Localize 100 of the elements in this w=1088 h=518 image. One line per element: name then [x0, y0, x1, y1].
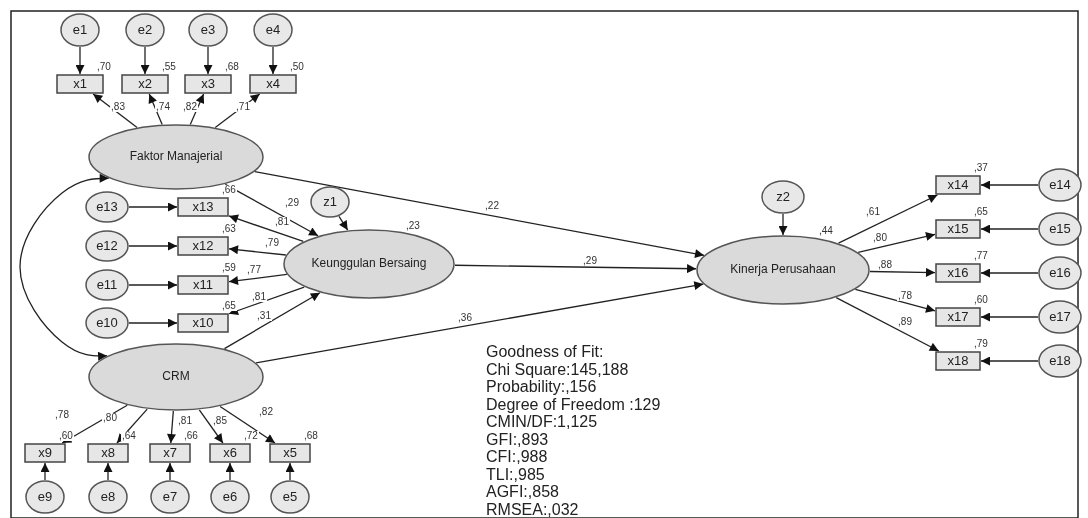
squared-correlation-value: ,37 — [973, 163, 989, 173]
error-circle: e11 — [85, 269, 129, 301]
edge-label: ,61 — [865, 207, 881, 217]
error-circle: e18 — [1038, 344, 1082, 378]
path-arrow — [835, 297, 940, 352]
indicator-box: x18 — [935, 351, 981, 371]
path-arrow — [128, 202, 178, 212]
indicator-box: x2 — [121, 74, 169, 94]
edge-label: ,71 — [235, 102, 251, 112]
path-arrow — [116, 408, 148, 444]
edge-label: ,79 — [264, 238, 280, 248]
squared-correlation-value: ,77 — [973, 251, 989, 261]
path-arrow — [228, 286, 305, 315]
indicator-box: x15 — [935, 219, 981, 239]
path-arrow — [148, 93, 163, 126]
edge-label: ,81 — [274, 217, 290, 227]
indicator-box: x14 — [935, 175, 981, 195]
edge-label: ,22 — [484, 201, 500, 211]
path-arrow — [140, 46, 150, 75]
error-circle: e4 — [253, 13, 293, 47]
squared-correlation-value: ,70 — [96, 62, 112, 72]
error-circle: e8 — [88, 480, 128, 514]
indicator-box: x8 — [87, 443, 129, 463]
squared-correlation-value: ,79 — [973, 339, 989, 349]
error-circle: z2 — [761, 180, 805, 214]
fit-statistic-text: Probability:,156 — [486, 378, 597, 396]
fit-statistic-text: RMSEA:,032 — [486, 500, 579, 518]
squared-correlation-value: ,66 — [183, 431, 199, 441]
squared-correlation-value: ,68 — [303, 431, 319, 441]
indicator-box: x12 — [177, 236, 229, 256]
path-arrow — [92, 93, 138, 129]
error-circle: e7 — [150, 480, 190, 514]
squared-correlation-value: ,50 — [289, 62, 305, 72]
edge-label: ,80 — [102, 413, 118, 423]
error-circle: e12 — [85, 230, 129, 262]
squared-correlation-value: ,60 — [58, 431, 74, 441]
path-arrow — [980, 312, 1039, 322]
path-arrow — [980, 268, 1039, 278]
path-arrow — [454, 264, 697, 274]
squared-correlation-value: ,59 — [221, 263, 237, 273]
edge-label: ,78 — [897, 291, 913, 301]
fit-statistic-text: AGFI:,858 — [486, 483, 559, 501]
edge-label: ,29 — [582, 256, 598, 266]
covariance-arrow — [19, 173, 110, 361]
edge-label: ,82 — [258, 407, 274, 417]
path-arrow — [228, 245, 287, 256]
fit-statistic-text: CFI:,988 — [486, 448, 548, 466]
path-arrow — [223, 292, 321, 350]
edge-label: ,29 — [284, 198, 300, 208]
indicator-box: x7 — [149, 443, 191, 463]
edge-label: ,78 — [54, 410, 70, 420]
squared-correlation-value: ,55 — [161, 62, 177, 72]
edge-label: ,80 — [872, 233, 888, 243]
error-circle: e6 — [210, 480, 250, 514]
error-circle: e10 — [85, 307, 129, 339]
indicator-box: x13 — [177, 197, 229, 217]
squared-correlation-value: ,64 — [121, 431, 137, 441]
latent-variable-ellipse: Keunggulan Bersaing — [283, 229, 455, 299]
indicator-box: x17 — [935, 307, 981, 327]
path-arrow — [128, 318, 178, 328]
path-arrow — [219, 405, 276, 444]
path-arrow — [285, 462, 295, 481]
indicator-box: x1 — [56, 74, 104, 94]
squared-correlation-value: ,60 — [973, 295, 989, 305]
edge-label: ,74 — [155, 102, 171, 112]
fit-statistic-text: Goodness of Fit: — [486, 343, 604, 361]
indicator-box: x10 — [177, 313, 229, 333]
squared-correlation-value: ,65 — [973, 207, 989, 217]
error-circle: e5 — [270, 480, 310, 514]
fit-statistic-text: CMIN/DF:1,125 — [486, 413, 598, 431]
path-arrow — [214, 93, 261, 129]
path-arrow — [255, 281, 704, 364]
error-circle: e2 — [125, 13, 165, 47]
squared-correlation-value: ,23 — [405, 221, 421, 231]
path-arrow — [778, 213, 788, 236]
squared-correlation-value: ,44 — [818, 226, 834, 236]
error-circle: e3 — [188, 13, 228, 47]
path-arrow — [167, 410, 176, 444]
edge-label: ,83 — [110, 102, 126, 112]
path-arrow — [869, 267, 936, 277]
fit-statistic-text: Chi Square:145,188 — [486, 360, 629, 378]
path-arrow — [75, 46, 85, 75]
edge-label: ,36 — [457, 313, 473, 323]
fit-statistic-text: TLI:,985 — [486, 465, 545, 483]
error-circle: e14 — [1038, 168, 1082, 202]
error-circle: e17 — [1038, 300, 1082, 334]
indicator-box: x4 — [249, 74, 297, 94]
path-arrow — [165, 462, 175, 481]
edge-label: ,77 — [246, 265, 262, 275]
path-arrow — [228, 214, 304, 243]
squared-correlation-value: ,66 — [221, 185, 237, 195]
indicator-box: x11 — [177, 275, 229, 295]
edge-label: ,88 — [877, 260, 893, 270]
path-arrow — [128, 241, 178, 251]
path-arrow — [198, 409, 224, 444]
path-arrow — [225, 462, 235, 481]
path-arrow — [103, 462, 113, 481]
path-arrow — [854, 288, 936, 313]
squared-correlation-value: ,65 — [221, 301, 237, 311]
fit-statistic-text: GFI:,893 — [486, 430, 549, 448]
